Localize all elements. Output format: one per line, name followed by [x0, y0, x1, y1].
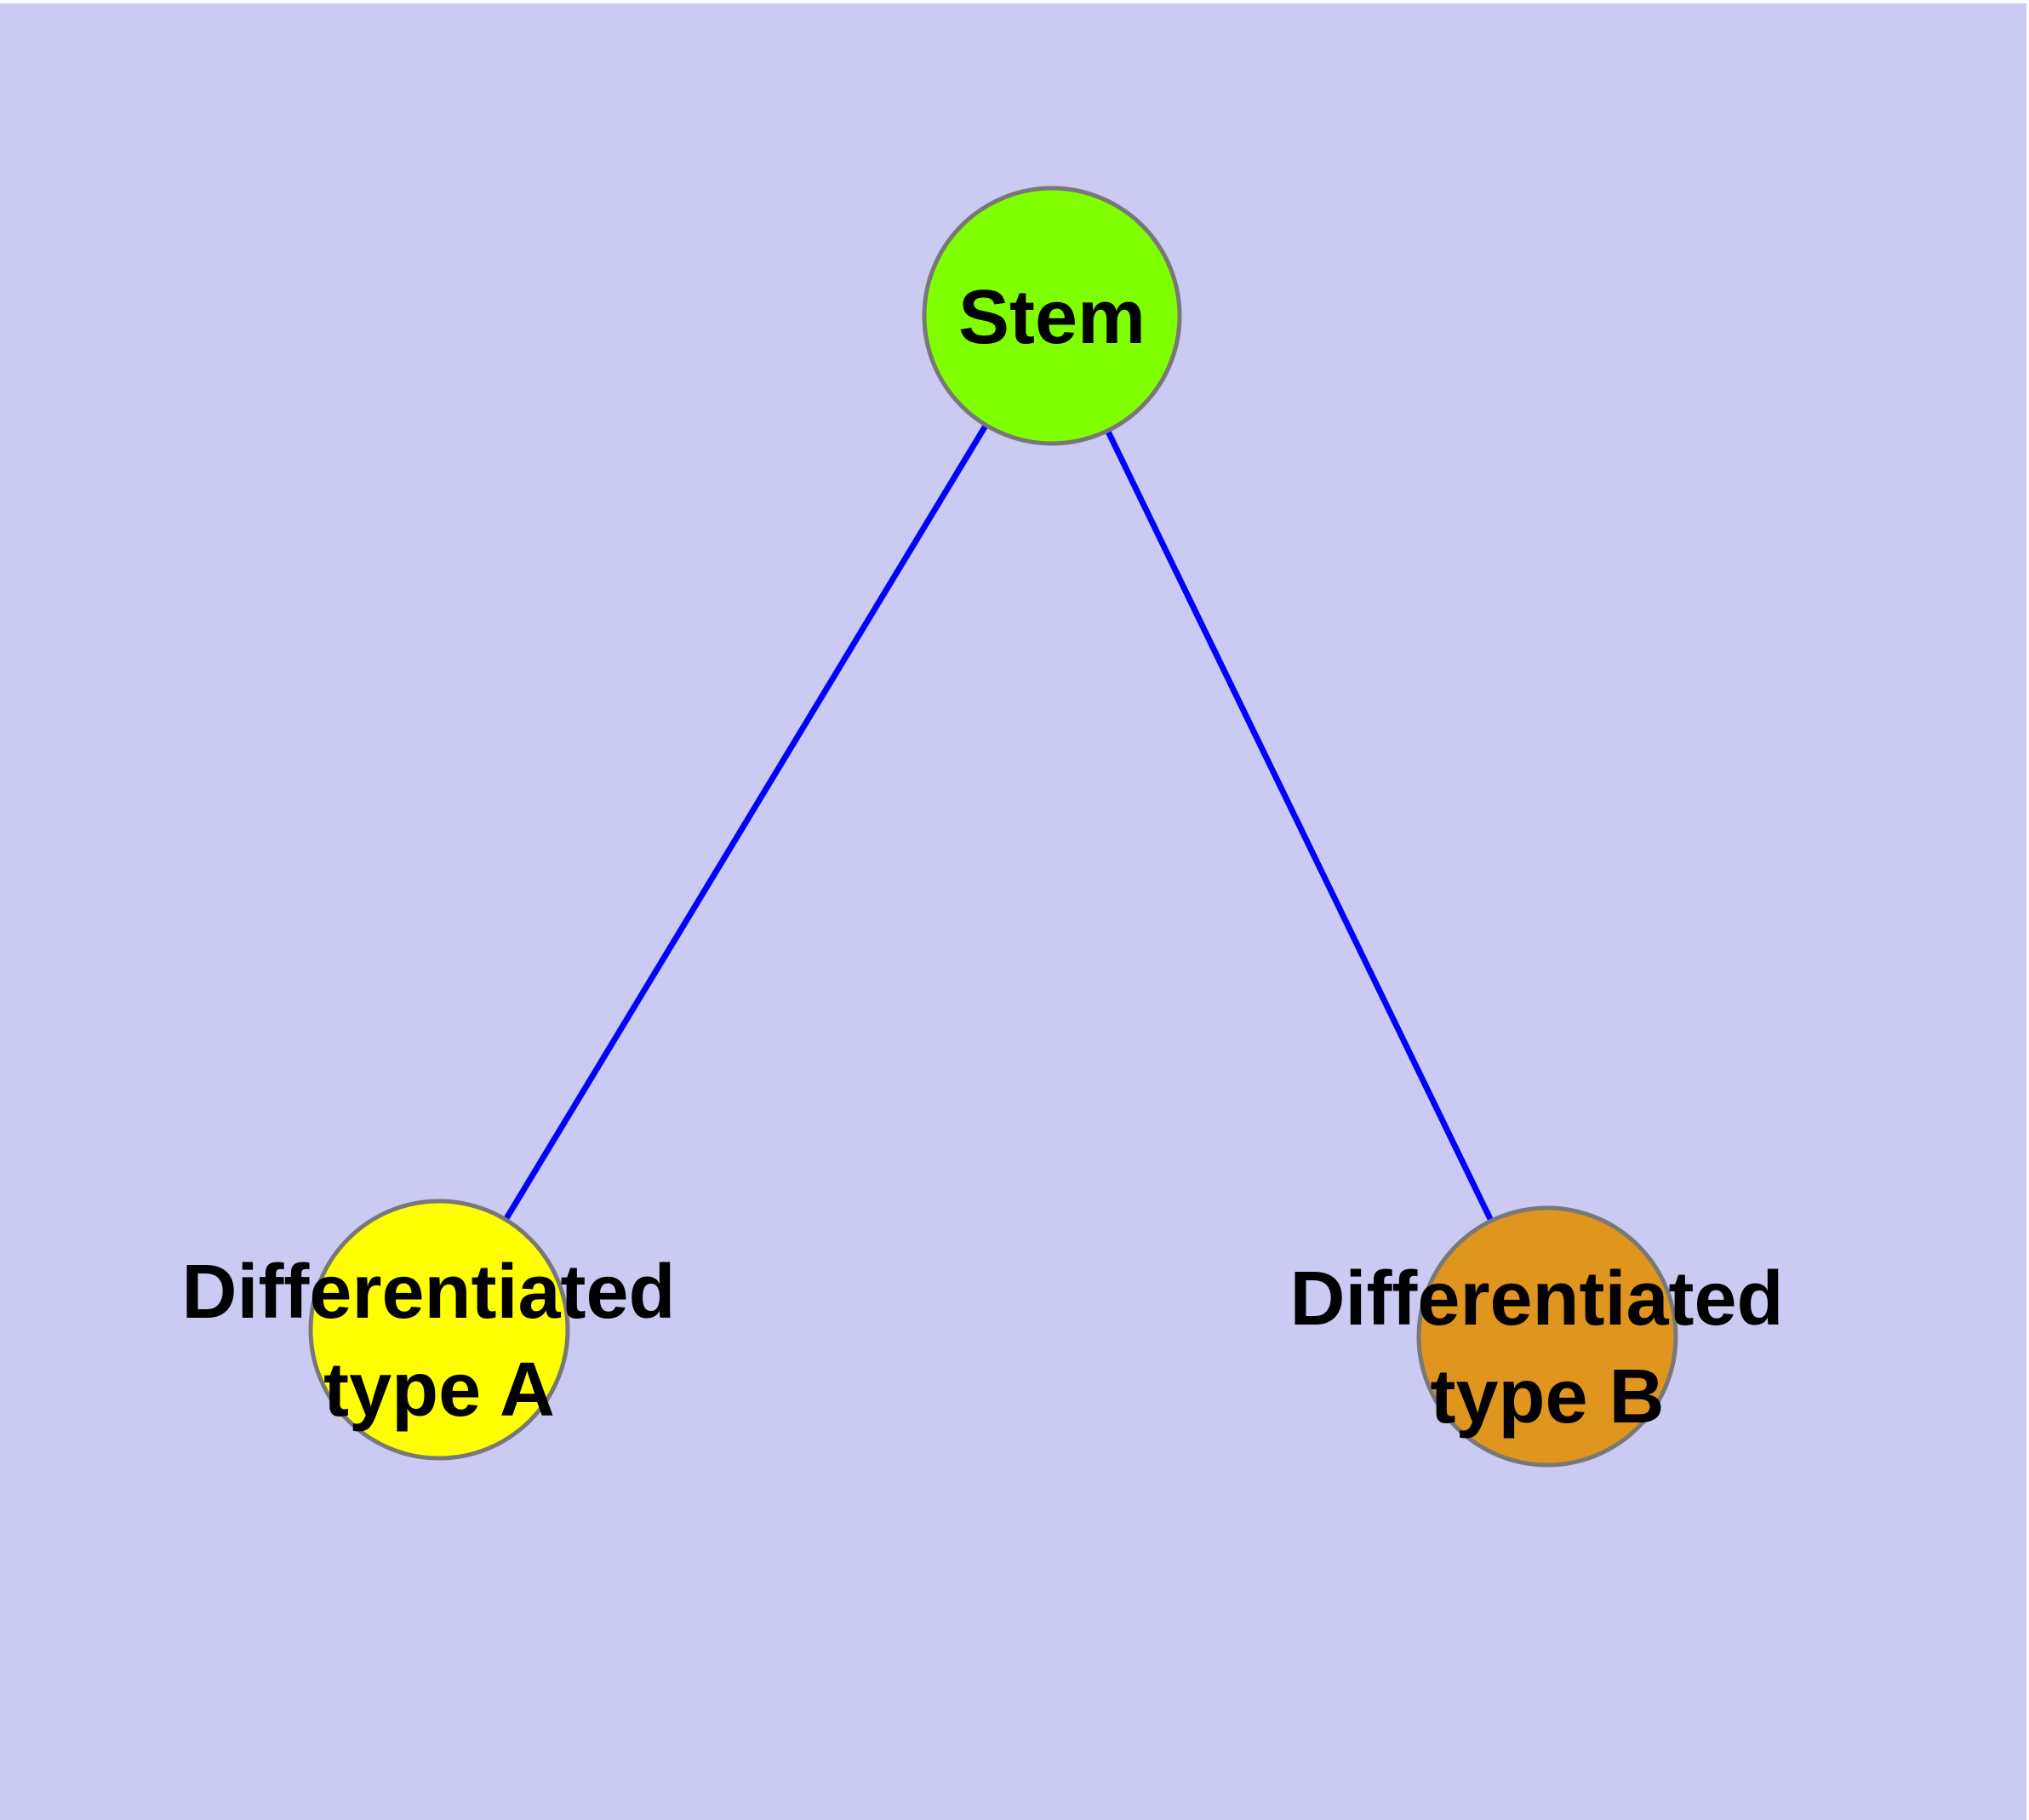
node-type-b: Differentiated type B	[1289, 1205, 1804, 1468]
node-type-a-label-line1: Differentiated	[181, 1250, 675, 1335]
node-type-a: Differentiated type A	[181, 1199, 696, 1461]
node-type-b-label: Differentiated type B	[1289, 1256, 1804, 1439]
node-type-a-label: Differentiated type A	[181, 1250, 696, 1433]
edge-stem-to-type-b	[1049, 314, 1551, 1338]
edge-stem-to-type-a	[437, 314, 1055, 1331]
node-type-b-label-line2: type B	[1430, 1354, 1664, 1439]
node-type-b-circle	[1416, 1205, 1678, 1468]
node-type-b-label-line1: Differentiated	[1289, 1256, 1783, 1342]
node-stem: Stem	[922, 186, 1182, 446]
node-type-a-label-line2: type A	[323, 1348, 555, 1433]
node-stem-circle	[922, 186, 1182, 446]
node-type-a-circle	[308, 1199, 570, 1461]
node-stem-label: Stem	[958, 275, 1146, 360]
